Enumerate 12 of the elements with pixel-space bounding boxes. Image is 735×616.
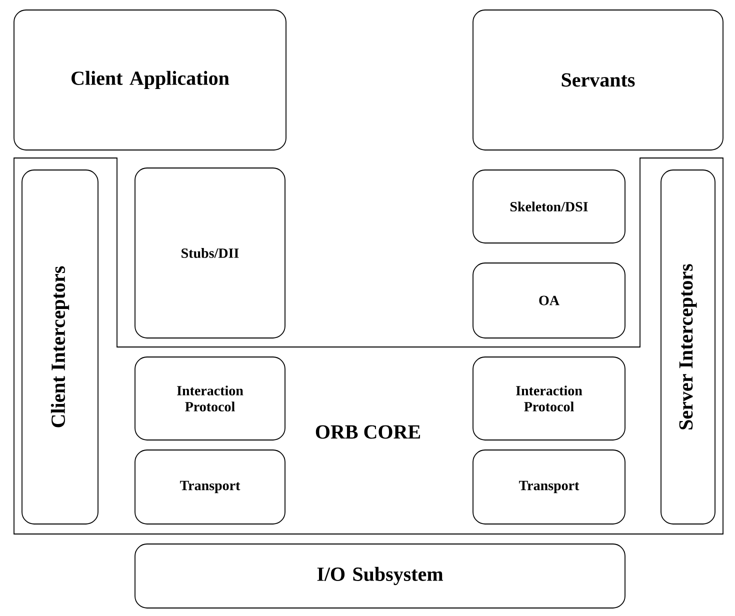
component-box: Interaction Protocol [134,356,286,440]
component-box: Client Application [14,10,286,150]
component-box: Stubs/DII [134,168,286,338]
component-box: Transport [472,450,626,524]
component-box: Transport [134,450,286,524]
component-box: OA [472,262,626,338]
interceptor-box: Client Interceptors [22,170,98,524]
component-box: Servants [472,10,724,150]
component-box: I/O Subsystem [134,544,626,608]
component-box: Skeleton/DSI [472,170,626,244]
interceptor-box: Server Interceptors [660,170,716,524]
component-box: Interaction Protocol [472,356,626,440]
